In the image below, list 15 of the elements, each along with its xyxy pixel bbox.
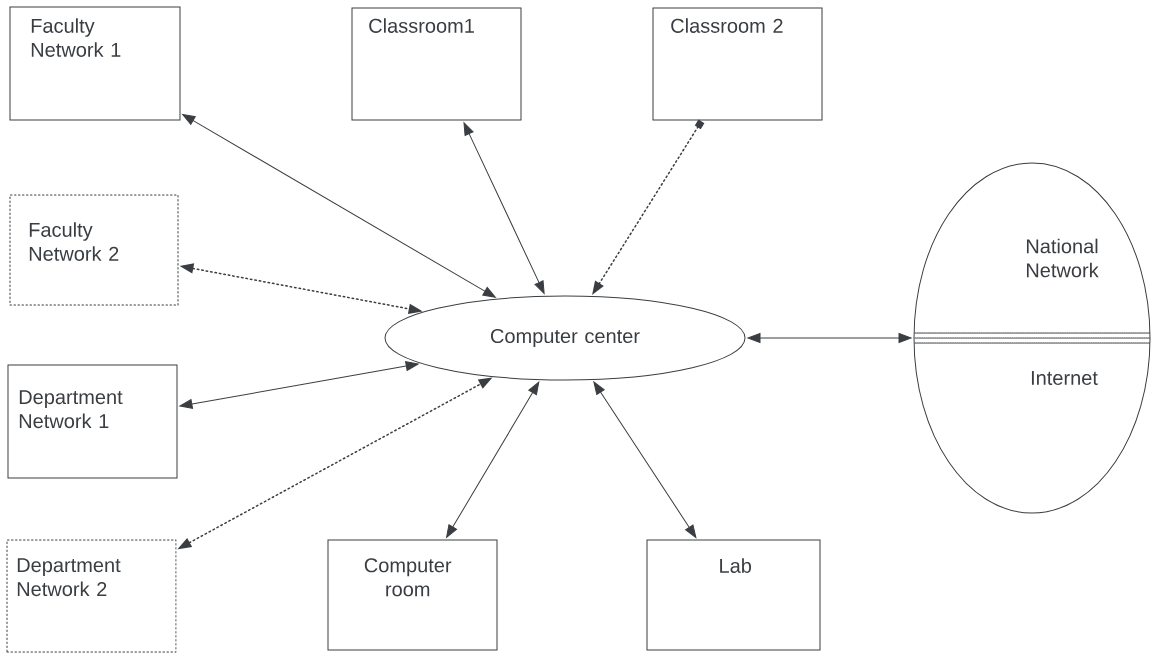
network-box: Department Network 1 — [7, 364, 178, 479]
arrow — [593, 381, 697, 538]
arrow — [446, 381, 540, 538]
network-box: Faculty Network 2 — [9, 194, 179, 306]
arrow — [179, 361, 419, 409]
network-box: Classroom 2 — [652, 7, 823, 121]
network-box: Classroom1 — [351, 7, 522, 121]
network-box: Department Network 2 — [6, 539, 177, 653]
oval-node: Computer center — [384, 295, 746, 381]
network-box: Faculty Network 1 — [9, 6, 181, 121]
arrow — [747, 333, 912, 343]
network-box: Computer room — [327, 539, 498, 651]
arrow — [182, 113, 496, 298]
network-box: Lab — [646, 539, 821, 651]
arrow — [463, 122, 545, 294]
